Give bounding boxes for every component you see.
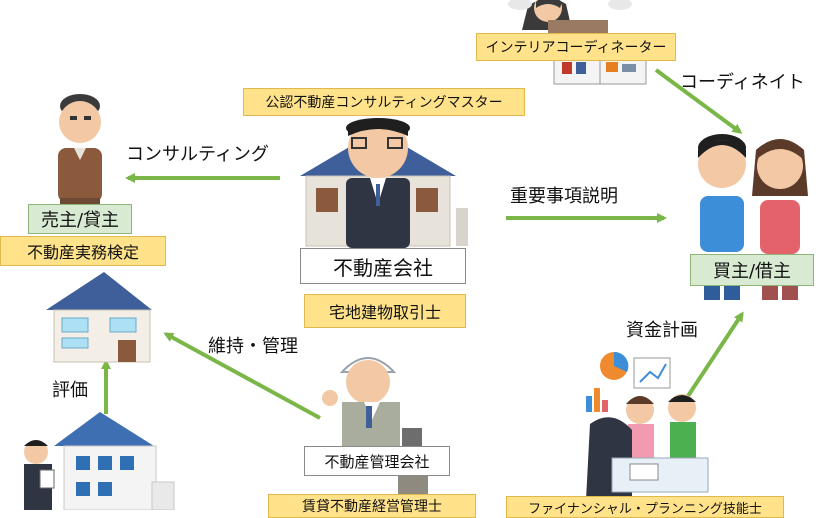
management-company-label: 不動産管理会社 [304,446,450,476]
seller-label: 売主/貸主 [28,204,132,234]
house-icon [46,272,152,363]
consulting-master-label: 公認不動産コンサルティングマスター [243,88,525,116]
takken-label: 宅地建物取引士 [304,294,466,328]
coordinate-label: コーディネイト [680,72,805,93]
real-estate-company-label: 不動産会社 [300,248,466,284]
real-estate-practice-test-label: 不動産実務検定 [0,236,166,266]
fund-plan-label: 資金計画 [626,320,698,341]
fp-consultation-figure [586,351,709,500]
interior-coordinator-label: インテリアコーディネーター [476,33,676,61]
arrow-coordinate [654,68,743,134]
consulting-label: コンサルティング [126,144,269,165]
maintenance-label: 維持・管理 [208,336,298,357]
rental-manager-label: 賃貸不動産経営管理士 [268,494,476,518]
buyer-couple [698,134,808,300]
manager-figure [322,357,428,500]
catalog-book-icon [553,57,647,85]
building-icon [54,412,175,510]
seller-figure [58,94,102,204]
interior-coordinator-figure [508,0,647,85]
buyer-label: 買主/借主 [690,254,814,286]
realtor-with-house [300,118,468,248]
arrow-maintenance [163,332,321,420]
explanation-label: 重要事項説明 [510,186,618,207]
arrow-fund-plan [686,311,744,398]
financial-planner-label: ファイナンシャル・プランニング技能士 [506,496,784,518]
valuation-label: 評価 [52,380,88,401]
appraiser-figure [24,440,55,510]
